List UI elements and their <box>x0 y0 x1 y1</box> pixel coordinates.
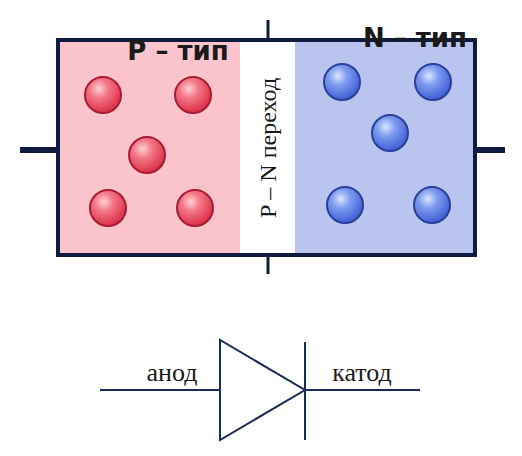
cathode-lead <box>475 147 505 153</box>
anode-lead <box>20 147 58 153</box>
anode-wire <box>100 389 220 391</box>
hole-charge <box>176 189 214 227</box>
electron-charge <box>413 186 451 224</box>
junction-label: P – N переход <box>256 77 280 217</box>
region-heading: N – тип <box>363 25 467 51</box>
semiconductor-body <box>58 40 475 255</box>
cathode-label: катод <box>332 360 392 386</box>
electron-charge: N – тип <box>323 63 361 101</box>
region-heading: P – тип <box>127 38 228 64</box>
hole-charge <box>89 189 127 227</box>
p-type-region: P – тип <box>60 42 240 253</box>
electron-charge <box>326 186 364 224</box>
electron-charge <box>414 63 452 101</box>
n-type-region: N – тип <box>295 42 473 253</box>
hole-charge: P – тип <box>84 76 122 114</box>
cathode-wire <box>305 389 420 391</box>
diode-symbol <box>100 340 420 440</box>
pn-junction-strip: P – N переход <box>240 42 295 253</box>
electron-charge <box>371 114 409 152</box>
diode-triangle <box>220 340 305 440</box>
hole-charge <box>128 136 166 174</box>
anode-label: анод <box>147 360 198 386</box>
junction-tick <box>267 20 270 40</box>
hole-charge <box>174 76 212 114</box>
junction-tick <box>267 255 270 274</box>
